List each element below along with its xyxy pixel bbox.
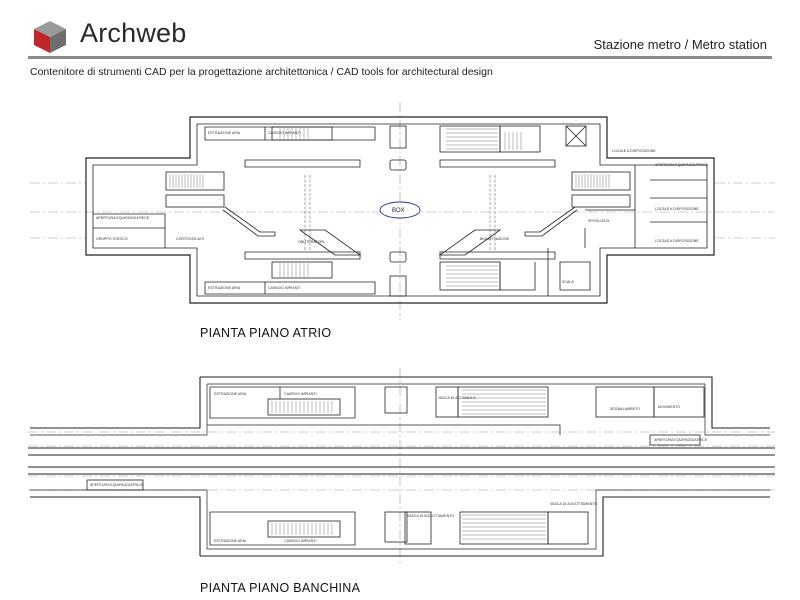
room-label: CAVEDIO IMPIANTI (268, 286, 300, 290)
room-label: VASCA DI ACCUMULO (438, 396, 476, 400)
room-label: OBLITERATORI (298, 240, 324, 244)
room-label: SPOGLIATOI (588, 219, 609, 223)
archweb-logo-icon (34, 21, 66, 53)
room-label: LOCALE A DISPOSIZIONE (612, 149, 656, 153)
room-label: ESTRAZIONE ARIA (214, 539, 247, 543)
room-label: APERTURA EQUIPAGGIATRICE (90, 483, 144, 487)
room-label: ESTRAZIONE ARIA (208, 131, 241, 135)
room-label: SEGNALAMENTO (610, 407, 640, 411)
page-subtitle: Contenitore di strumenti CAD per la prog… (30, 66, 493, 78)
room-label: CAVEDIO IMPIANTI (268, 131, 300, 135)
room-label: GRUPPO STATICO (96, 237, 128, 241)
plan-banchina-label: PIANTA PIANO BANCHINA (200, 581, 361, 595)
plan-banchina: ESTRAZIONE ARIA CAVEDIO IMPIANTI VASCA D… (0, 365, 800, 600)
room-label: ESTRAZIONE ARIA (208, 286, 241, 290)
header-divider (28, 56, 772, 59)
room-label: BIGLIETTAZIONE (480, 237, 510, 241)
room-label: APERTURA EQUIPAGGIATRICE (96, 216, 150, 220)
room-label: VASCA DI AGGOTTAMENTO (407, 514, 455, 518)
room-label: VASCA DI AGGOTTAMENTO (550, 502, 598, 506)
page-title: Stazione metro / Metro station (593, 37, 767, 52)
plan-atrio: BOX ESTRAZIONE ARIA CAVEDIO IMPIANTI EST… (0, 100, 800, 340)
room-label: CAVEDIO IMPIANTI (284, 539, 316, 543)
room-label: ESTRAZIONE ARIA (214, 392, 247, 396)
plan-atrio-drawing: BOX ESTRAZIONE ARIA CAVEDIO IMPIANTI EST… (30, 102, 775, 320)
plan-banchina-drawing: ESTRAZIONE ARIA CAVEDIO IMPIANTI VASCA D… (28, 368, 775, 565)
page-header: Archweb Stazione metro / Metro station C… (0, 0, 800, 80)
room-label: APERTURA EQUIPAGGIATRICE (654, 438, 708, 442)
room-label: CORTOCIRCUITI (176, 237, 204, 241)
room-label: SCALA (562, 280, 574, 284)
box-label: BOX (392, 208, 405, 214)
room-label: CAVEDIO IMPIANTI (284, 392, 316, 396)
plan-atrio-label: PIANTA PIANO ATRIO (200, 326, 332, 340)
room-label: MOVIMENTO (658, 405, 680, 409)
room-label: LOCALE A DISPOSIZIONE (655, 239, 699, 243)
room-label: LOCALE A DISPOSIZIONE (655, 207, 699, 211)
brand-name[interactable]: Archweb (80, 18, 187, 48)
room-label: APERTURA EQUIPAGGIATRICE (655, 163, 709, 167)
